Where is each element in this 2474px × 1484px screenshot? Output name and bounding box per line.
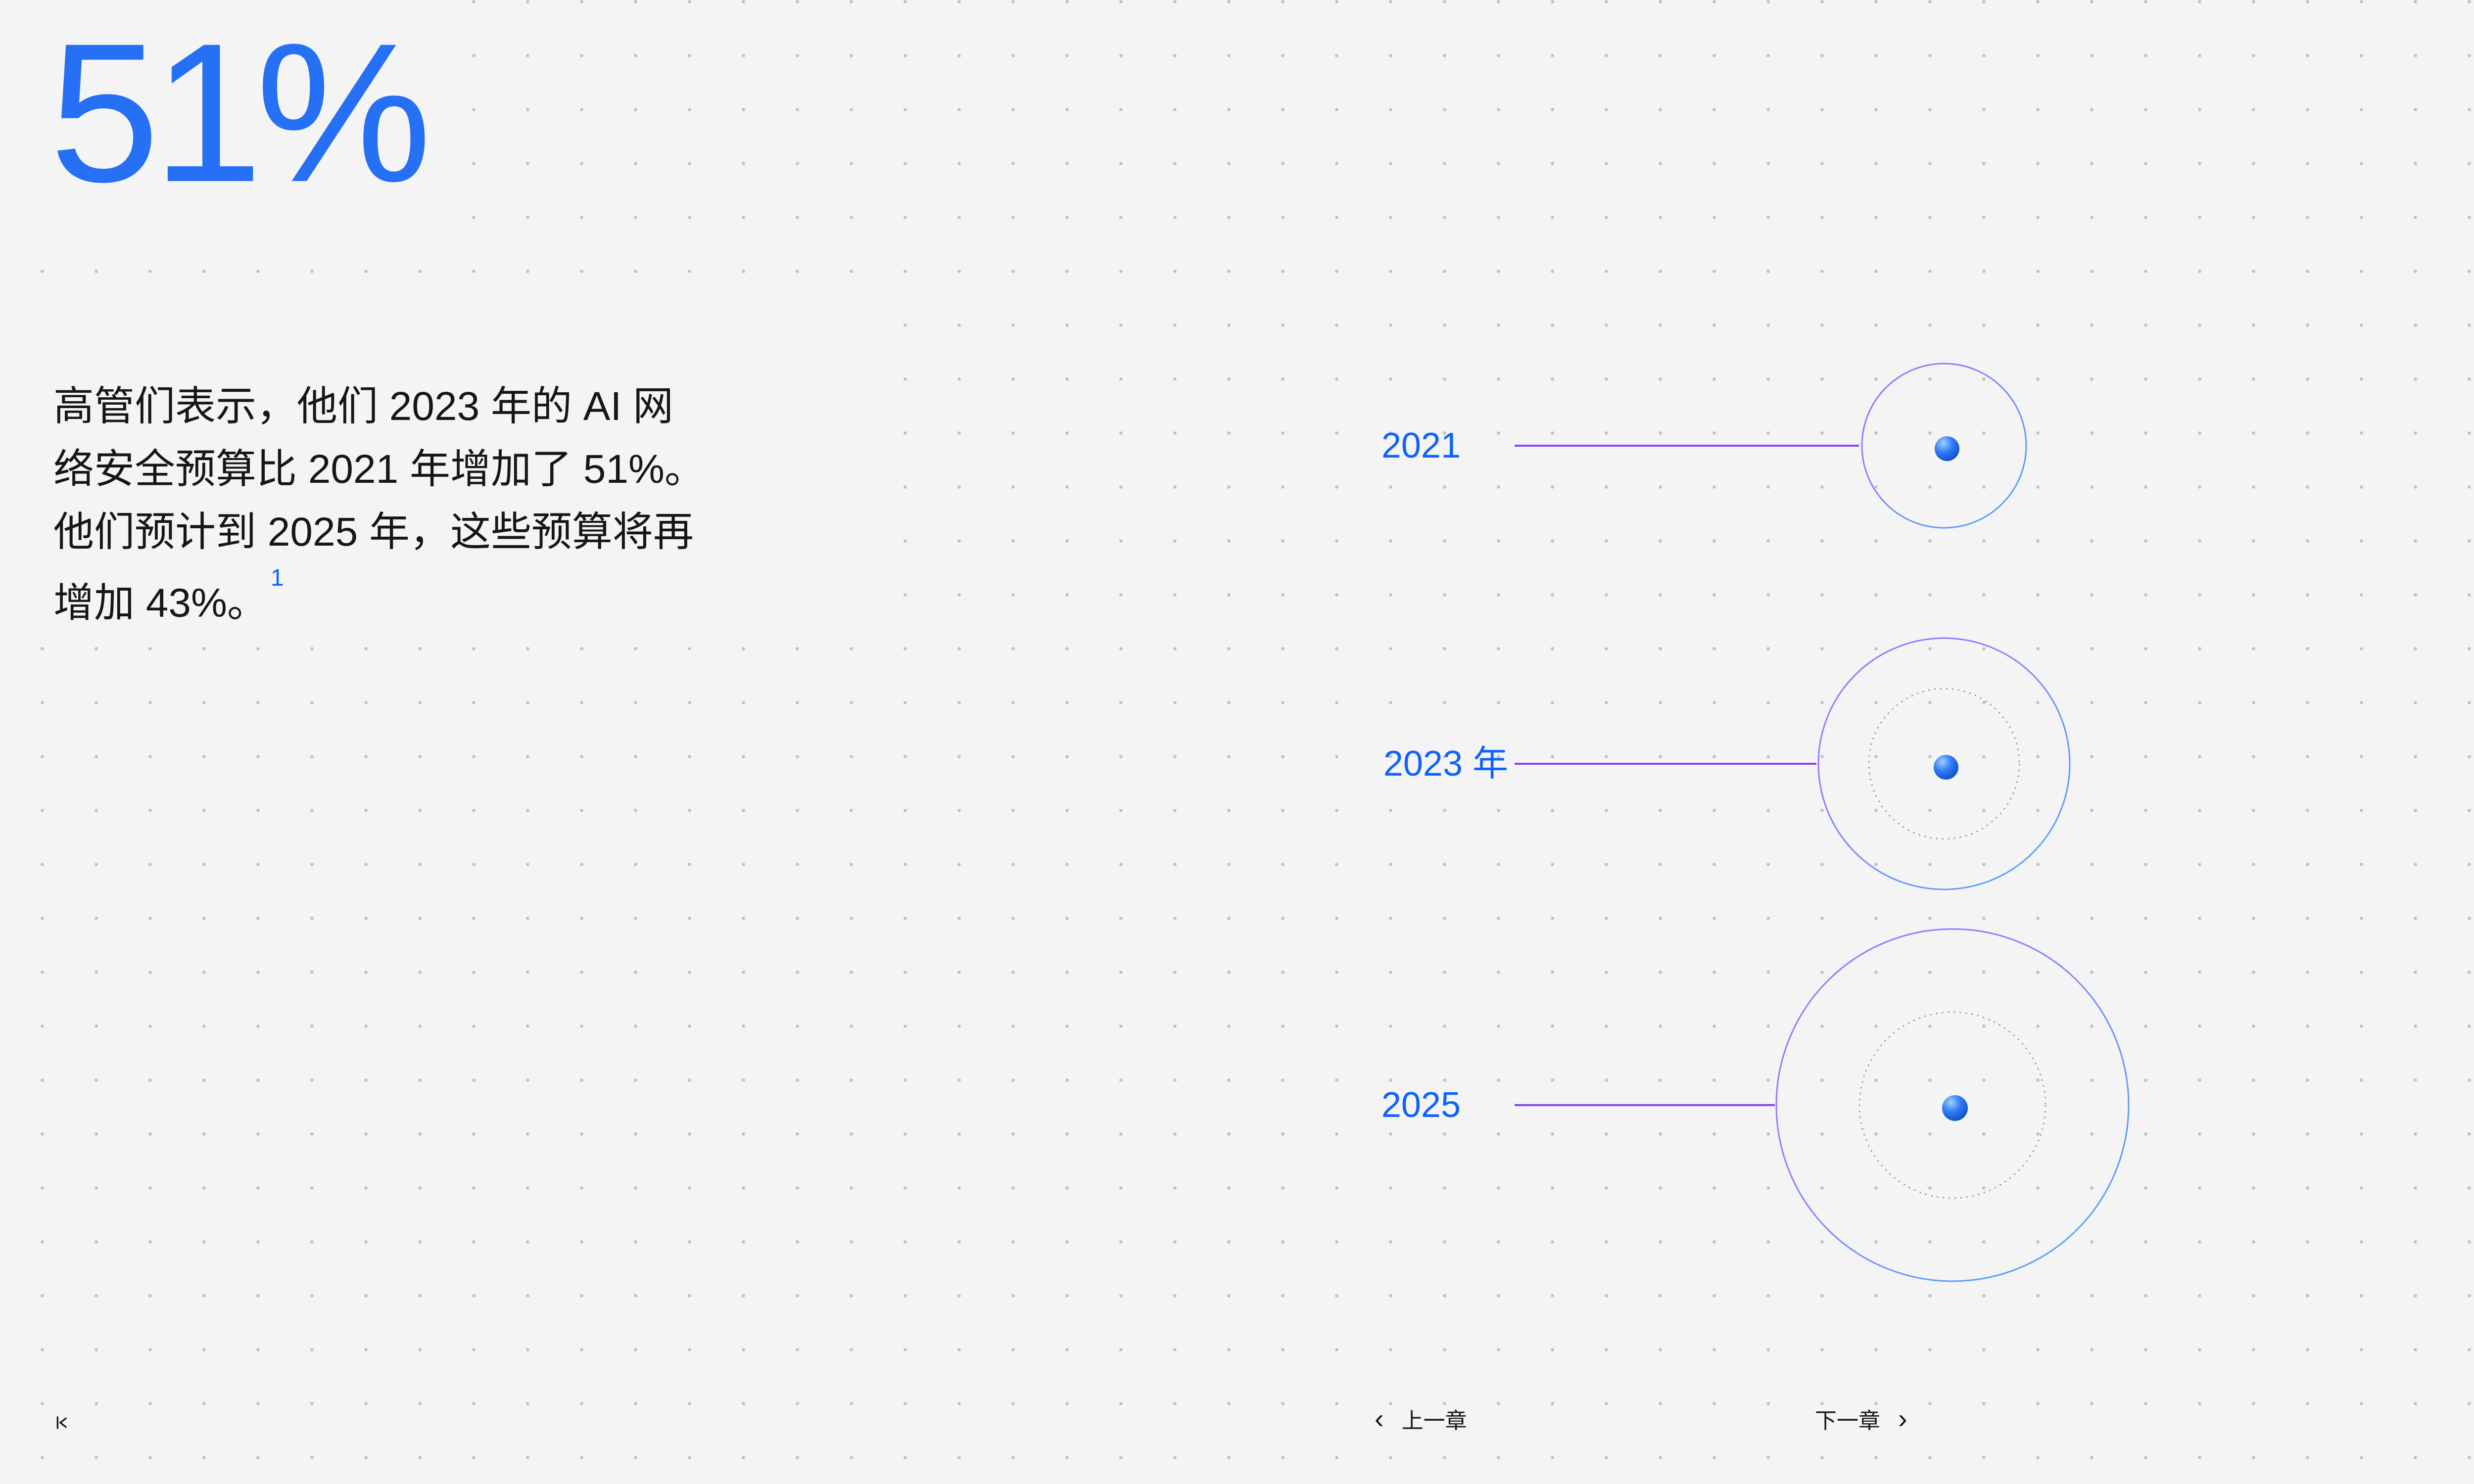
- next-chapter-label: 下一章: [1815, 1409, 1880, 1433]
- footnote-marker[interactable]: 1: [270, 565, 284, 591]
- sphere-2023: [1934, 755, 1958, 780]
- back-to-start-button[interactable]: [51, 1412, 75, 1436]
- background-patch: [0, 0, 460, 267]
- year-label-2025: 2025: [1381, 1085, 1461, 1125]
- chevron-right-icon: ›: [1898, 1403, 1907, 1434]
- background-patch: [0, 322, 896, 633]
- body-text-line: 高管们表示，他们 2023 年的 AI 网: [53, 384, 674, 429]
- body-text-line: 增加 43%。1: [53, 563, 705, 634]
- chevron-left-icon: ‹: [1375, 1403, 1384, 1434]
- sphere-2021: [1935, 436, 1959, 461]
- prev-chapter-label: 上一章: [1401, 1409, 1467, 1433]
- ring-2021: [1861, 363, 2027, 529]
- next-chapter-button[interactable]: 下一章 ›: [1815, 1403, 1907, 1435]
- dotted-ring-2023: [1868, 688, 2020, 840]
- ring-2023: [1817, 637, 2071, 890]
- body-text-line-end: 增加 43%。: [53, 580, 268, 626]
- ring-2025: [1775, 928, 2130, 1282]
- sphere-2025: [1942, 1095, 1968, 1121]
- prev-chapter-button[interactable]: ‹ 上一章: [1375, 1403, 1467, 1435]
- headline-stat: 51%: [49, 2, 432, 223]
- body-text-line: 他们预计到 2025 年，这些预算将再: [53, 510, 694, 555]
- dotted-ring-2025: [1858, 1011, 2046, 1199]
- skip-to-start-icon: [56, 1416, 67, 1429]
- year-label-2021: 2021: [1381, 426, 1461, 465]
- body-text-line: 络安全预算比 2021 年增加了 51%。: [53, 447, 705, 492]
- body-text: 高管们表示，他们 2023 年的 AI 网 络安全预算比 2021 年增加了 5…: [53, 375, 705, 634]
- year-label-2023: 2023 年: [1383, 744, 1508, 784]
